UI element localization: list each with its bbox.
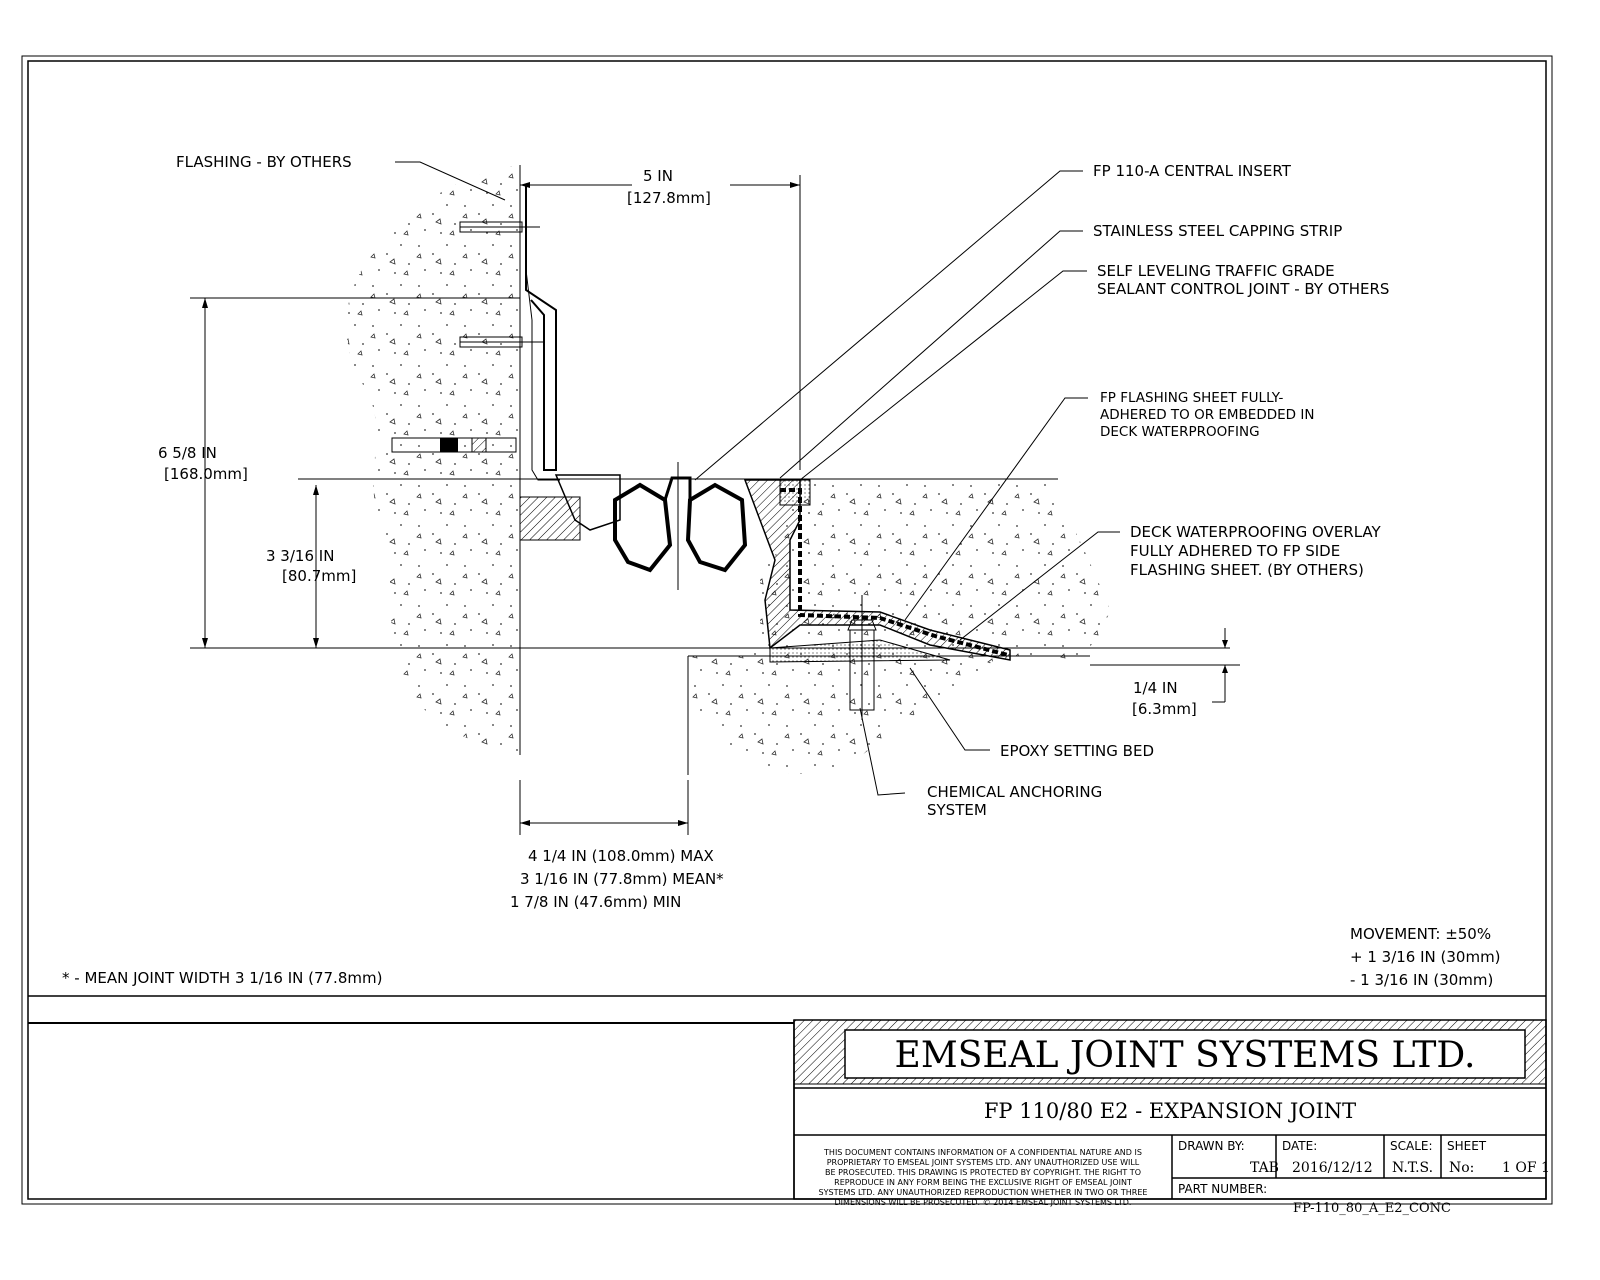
note-movement-plus: + 1 3/16 IN (30mm) bbox=[1350, 948, 1501, 966]
label-anchor-line2: SYSTEM bbox=[927, 801, 987, 819]
epoxy-bed bbox=[769, 639, 951, 663]
dim-total-mm: [168.0mm] bbox=[164, 465, 248, 483]
label-fp-sheet-line1: FP FLASHING SHEET FULLY- bbox=[1100, 390, 1283, 406]
label-fp-sheet-line2: ADHERED TO OR EMBEDDED IN bbox=[1100, 407, 1314, 423]
label-flashing: FLASHING - BY OTHERS bbox=[176, 153, 352, 171]
bellow-left bbox=[613, 482, 673, 573]
inner-border bbox=[27, 60, 1547, 1200]
drawing-title: FP 110/80 E2 - EXPANSION JOINT bbox=[984, 1099, 1356, 1123]
part-number-value: FP-110_80_A_E2_CONC bbox=[1293, 1201, 1451, 1216]
left-substrate bbox=[346, 165, 520, 755]
dim-deck-in: 3 3/16 IN bbox=[266, 547, 334, 565]
scale-label: SCALE: bbox=[1390, 1139, 1433, 1153]
company-name: EMSEAL JOINT SYSTEMS LTD. bbox=[895, 1035, 1476, 1076]
date-label: DATE: bbox=[1282, 1139, 1317, 1153]
dim-gap-min: 1 7/8 IN (47.6mm) MIN bbox=[510, 893, 681, 911]
dim-gap-mean: 3 1/16 IN (77.8mm) MEAN* bbox=[520, 870, 724, 888]
label-sealant-line2: SEALANT CONTROL JOINT - BY OTHERS bbox=[1097, 280, 1389, 298]
disclaimer-line: PROPRIETARY TO EMSEAL JOINT SYSTEMS LTD.… bbox=[827, 1158, 1140, 1167]
drawn-by-label: DRAWN BY: bbox=[1178, 1139, 1245, 1153]
wall-anchors bbox=[391, 221, 545, 453]
dim-recess-in: 1/4 IN bbox=[1133, 679, 1178, 697]
dim-total-in: 6 5/8 IN bbox=[158, 444, 217, 462]
disclaimer-line: REPRODUCE IN ANY FORM BEING THE EXCLUSIV… bbox=[834, 1178, 1132, 1187]
disclaimer-line: THIS DOCUMENT CONTAINS INFORMATION OF A … bbox=[823, 1148, 1142, 1157]
label-deck-line2: FULLY ADHERED TO FP SIDE bbox=[1130, 542, 1340, 560]
note-mean-joint: * - MEAN JOINT WIDTH 3 1/16 IN (77.8mm) bbox=[62, 969, 382, 987]
sheet-label: SHEET bbox=[1447, 1139, 1487, 1153]
fp-flashing-sheet bbox=[780, 488, 1009, 657]
label-sealant-line1: SELF LEVELING TRAFFIC GRADE bbox=[1097, 262, 1335, 280]
note-movement-minus: - 1 3/16 IN (30mm) bbox=[1350, 971, 1493, 989]
date-value: 2016/12/12 bbox=[1292, 1160, 1373, 1176]
sheet-no-label: No: bbox=[1449, 1160, 1474, 1176]
label-capping-strip: STAINLESS STEEL CAPPING STRIP bbox=[1093, 222, 1342, 240]
flashing-metal bbox=[525, 185, 557, 471]
disclaimer-line: SYSTEMS LTD. ANY UNAUTHORIZED REPRODUCTI… bbox=[819, 1188, 1148, 1197]
part-number-label: PART NUMBER: bbox=[1178, 1182, 1267, 1196]
label-deck-line3: FLASHING SHEET. (BY OTHERS) bbox=[1130, 561, 1364, 579]
title-block-text: EMSEAL JOINT SYSTEMS LTD. FP 110/80 E2 -… bbox=[819, 1035, 1550, 1216]
sealant-joint bbox=[779, 479, 811, 506]
label-fp-sheet-line3: DECK WATERPROOFING bbox=[1100, 424, 1260, 440]
drawn-by-value: TAB bbox=[1250, 1160, 1279, 1176]
cross-section-detail bbox=[190, 165, 1230, 775]
dim-top-mm: [127.8mm] bbox=[627, 189, 711, 207]
dim-gap-max: 4 1/4 IN (108.0mm) MAX bbox=[528, 847, 714, 865]
bellow-right bbox=[685, 482, 748, 573]
disclaimer-line: DIMENSIONS WILL BE PROSECUTED. © 2014 EM… bbox=[835, 1198, 1132, 1207]
sheet-value: 1 OF 1 bbox=[1502, 1160, 1550, 1176]
note-movement: MOVEMENT: ±50% bbox=[1350, 925, 1491, 943]
label-central-insert: FP 110-A CENTRAL INSERT bbox=[1093, 162, 1292, 180]
scale-value: N.T.S. bbox=[1392, 1160, 1433, 1176]
flashing-inner-line bbox=[525, 269, 560, 481]
dimension-labels: 5 IN [127.8mm] 6 5/8 IN [168.0mm] 3 3/16… bbox=[158, 167, 1197, 911]
dim-top-in: 5 IN bbox=[643, 167, 673, 185]
label-epoxy: EPOXY SETTING BED bbox=[1000, 742, 1154, 760]
label-deck-line1: DECK WATERPROOFING OVERLAY bbox=[1130, 523, 1382, 541]
dim-recess-mm: [6.3mm] bbox=[1132, 700, 1197, 718]
outer-border bbox=[21, 55, 1553, 1205]
dimensions bbox=[190, 175, 1240, 835]
notes: * - MEAN JOINT WIDTH 3 1/16 IN (77.8mm) … bbox=[62, 925, 1501, 989]
left-aluminum-rail bbox=[519, 496, 581, 541]
title-block bbox=[28, 1019, 1547, 1200]
leader-lines bbox=[395, 161, 1120, 796]
callout-labels: FLASHING - BY OTHERS FP 110-A CENTRAL IN… bbox=[176, 153, 1389, 819]
disclaimer-line: BE PROSECUTED. THIS DRAWING IS PROTECTED… bbox=[825, 1168, 1141, 1177]
label-anchor-line1: CHEMICAL ANCHORING bbox=[927, 783, 1102, 801]
dim-deck-mm: [80.7mm] bbox=[282, 567, 356, 585]
